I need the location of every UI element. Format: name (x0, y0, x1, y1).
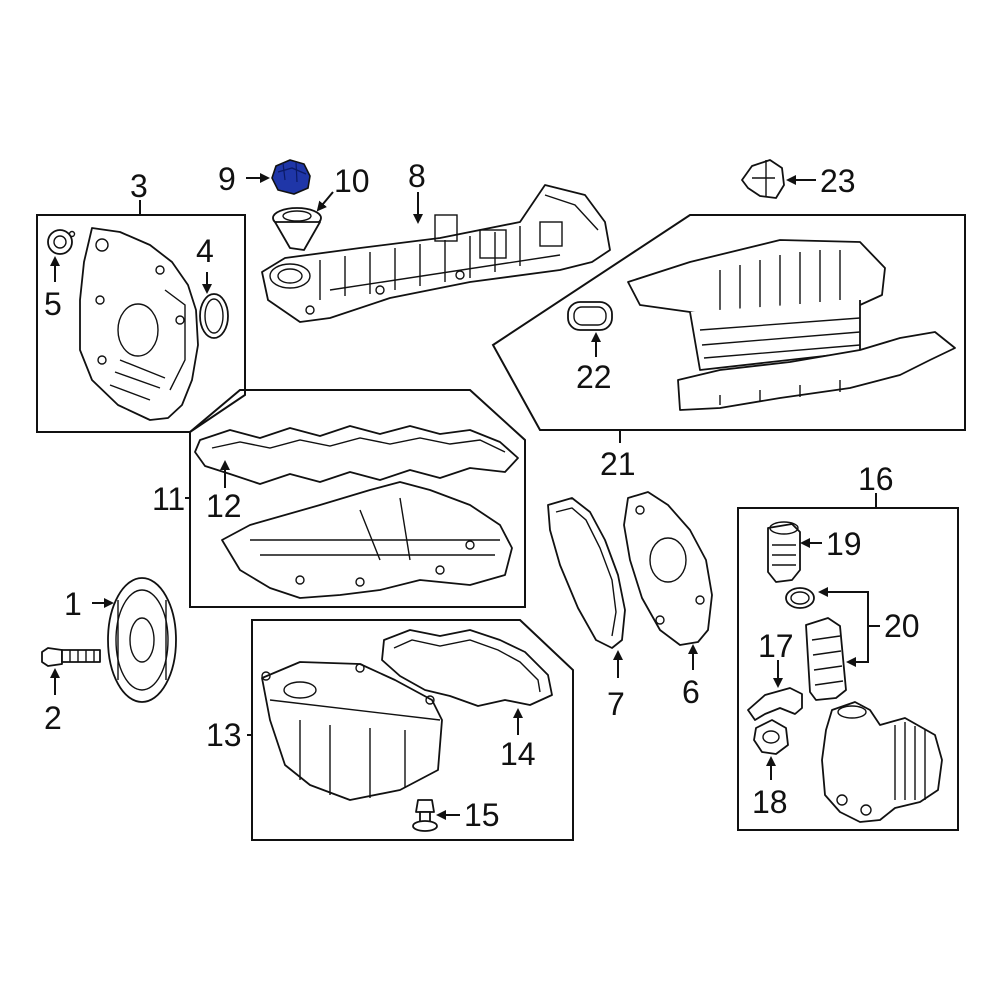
oil-filter-housing-part (821, 701, 943, 823)
callout-18: 18 (752, 784, 788, 820)
callout-12: 12 (206, 488, 242, 524)
filter-cap-part-19 (767, 521, 801, 583)
callout-16: 16 (858, 461, 894, 497)
gasket-part-7 (547, 497, 626, 649)
callout-5: 5 (44, 286, 62, 322)
callout-3: 3 (130, 168, 148, 204)
filler-neck-part-10 (272, 207, 322, 251)
drain-plug-part-15 (412, 799, 438, 832)
o-ring-part-4 (199, 293, 229, 339)
callout-14: 14 (500, 736, 536, 772)
group-13-frame (251, 619, 574, 841)
callout-17: 17 (758, 628, 794, 664)
group-11-frame (189, 389, 526, 608)
callout-4: 4 (196, 233, 214, 269)
callout-10: 10 (334, 163, 370, 199)
filter-element-part-20 (805, 617, 847, 701)
hose-part-17 (747, 687, 803, 721)
callout-20: 20 (884, 608, 920, 644)
bolt-part-2 (41, 647, 101, 667)
seal-part-5 (47, 229, 76, 255)
cylinder-head-cover-part-8 (261, 184, 611, 323)
timing-cover-part (79, 227, 199, 421)
group-3-frame (36, 214, 246, 433)
group-21-frame (491, 214, 966, 431)
callout-9: 9 (218, 161, 236, 197)
pulley-part-1 (107, 577, 177, 703)
callout-15: 15 (464, 797, 500, 833)
oil-filler-cap-part-9 (271, 159, 311, 195)
seal-part-18 (753, 719, 789, 755)
callout-22: 22 (576, 359, 612, 395)
gasket-part-22 (567, 301, 613, 331)
oil-pan-gasket-part-14 (381, 629, 553, 707)
upper-oil-pan-part-11 (221, 481, 513, 599)
callout-19: 19 (826, 526, 862, 562)
callout-6: 6 (682, 674, 700, 710)
callout-1: 1 (64, 586, 82, 622)
callout-7: 7 (607, 686, 625, 722)
callout-13: 13 (206, 717, 242, 753)
o-ring-part-20 (785, 587, 815, 609)
callout-8: 8 (408, 158, 426, 194)
callout-21: 21 (600, 446, 636, 482)
group-16-frame (737, 507, 959, 831)
intake-manifold-part-21 (627, 239, 956, 411)
bracket-part-23 (741, 159, 785, 199)
oil-pan-gasket-part-12 (194, 425, 519, 485)
callout-23: 23 (820, 163, 856, 199)
oil-pan-part-13 (261, 661, 443, 801)
callout-11: 11 (152, 481, 185, 517)
callout-2: 2 (44, 700, 62, 736)
leader-lines (50, 173, 880, 820)
cover-part-6 (623, 491, 713, 646)
callout-labels: 1 2 3 4 5 6 7 8 9 10 11 12 13 14 15 16 1… (44, 158, 920, 833)
